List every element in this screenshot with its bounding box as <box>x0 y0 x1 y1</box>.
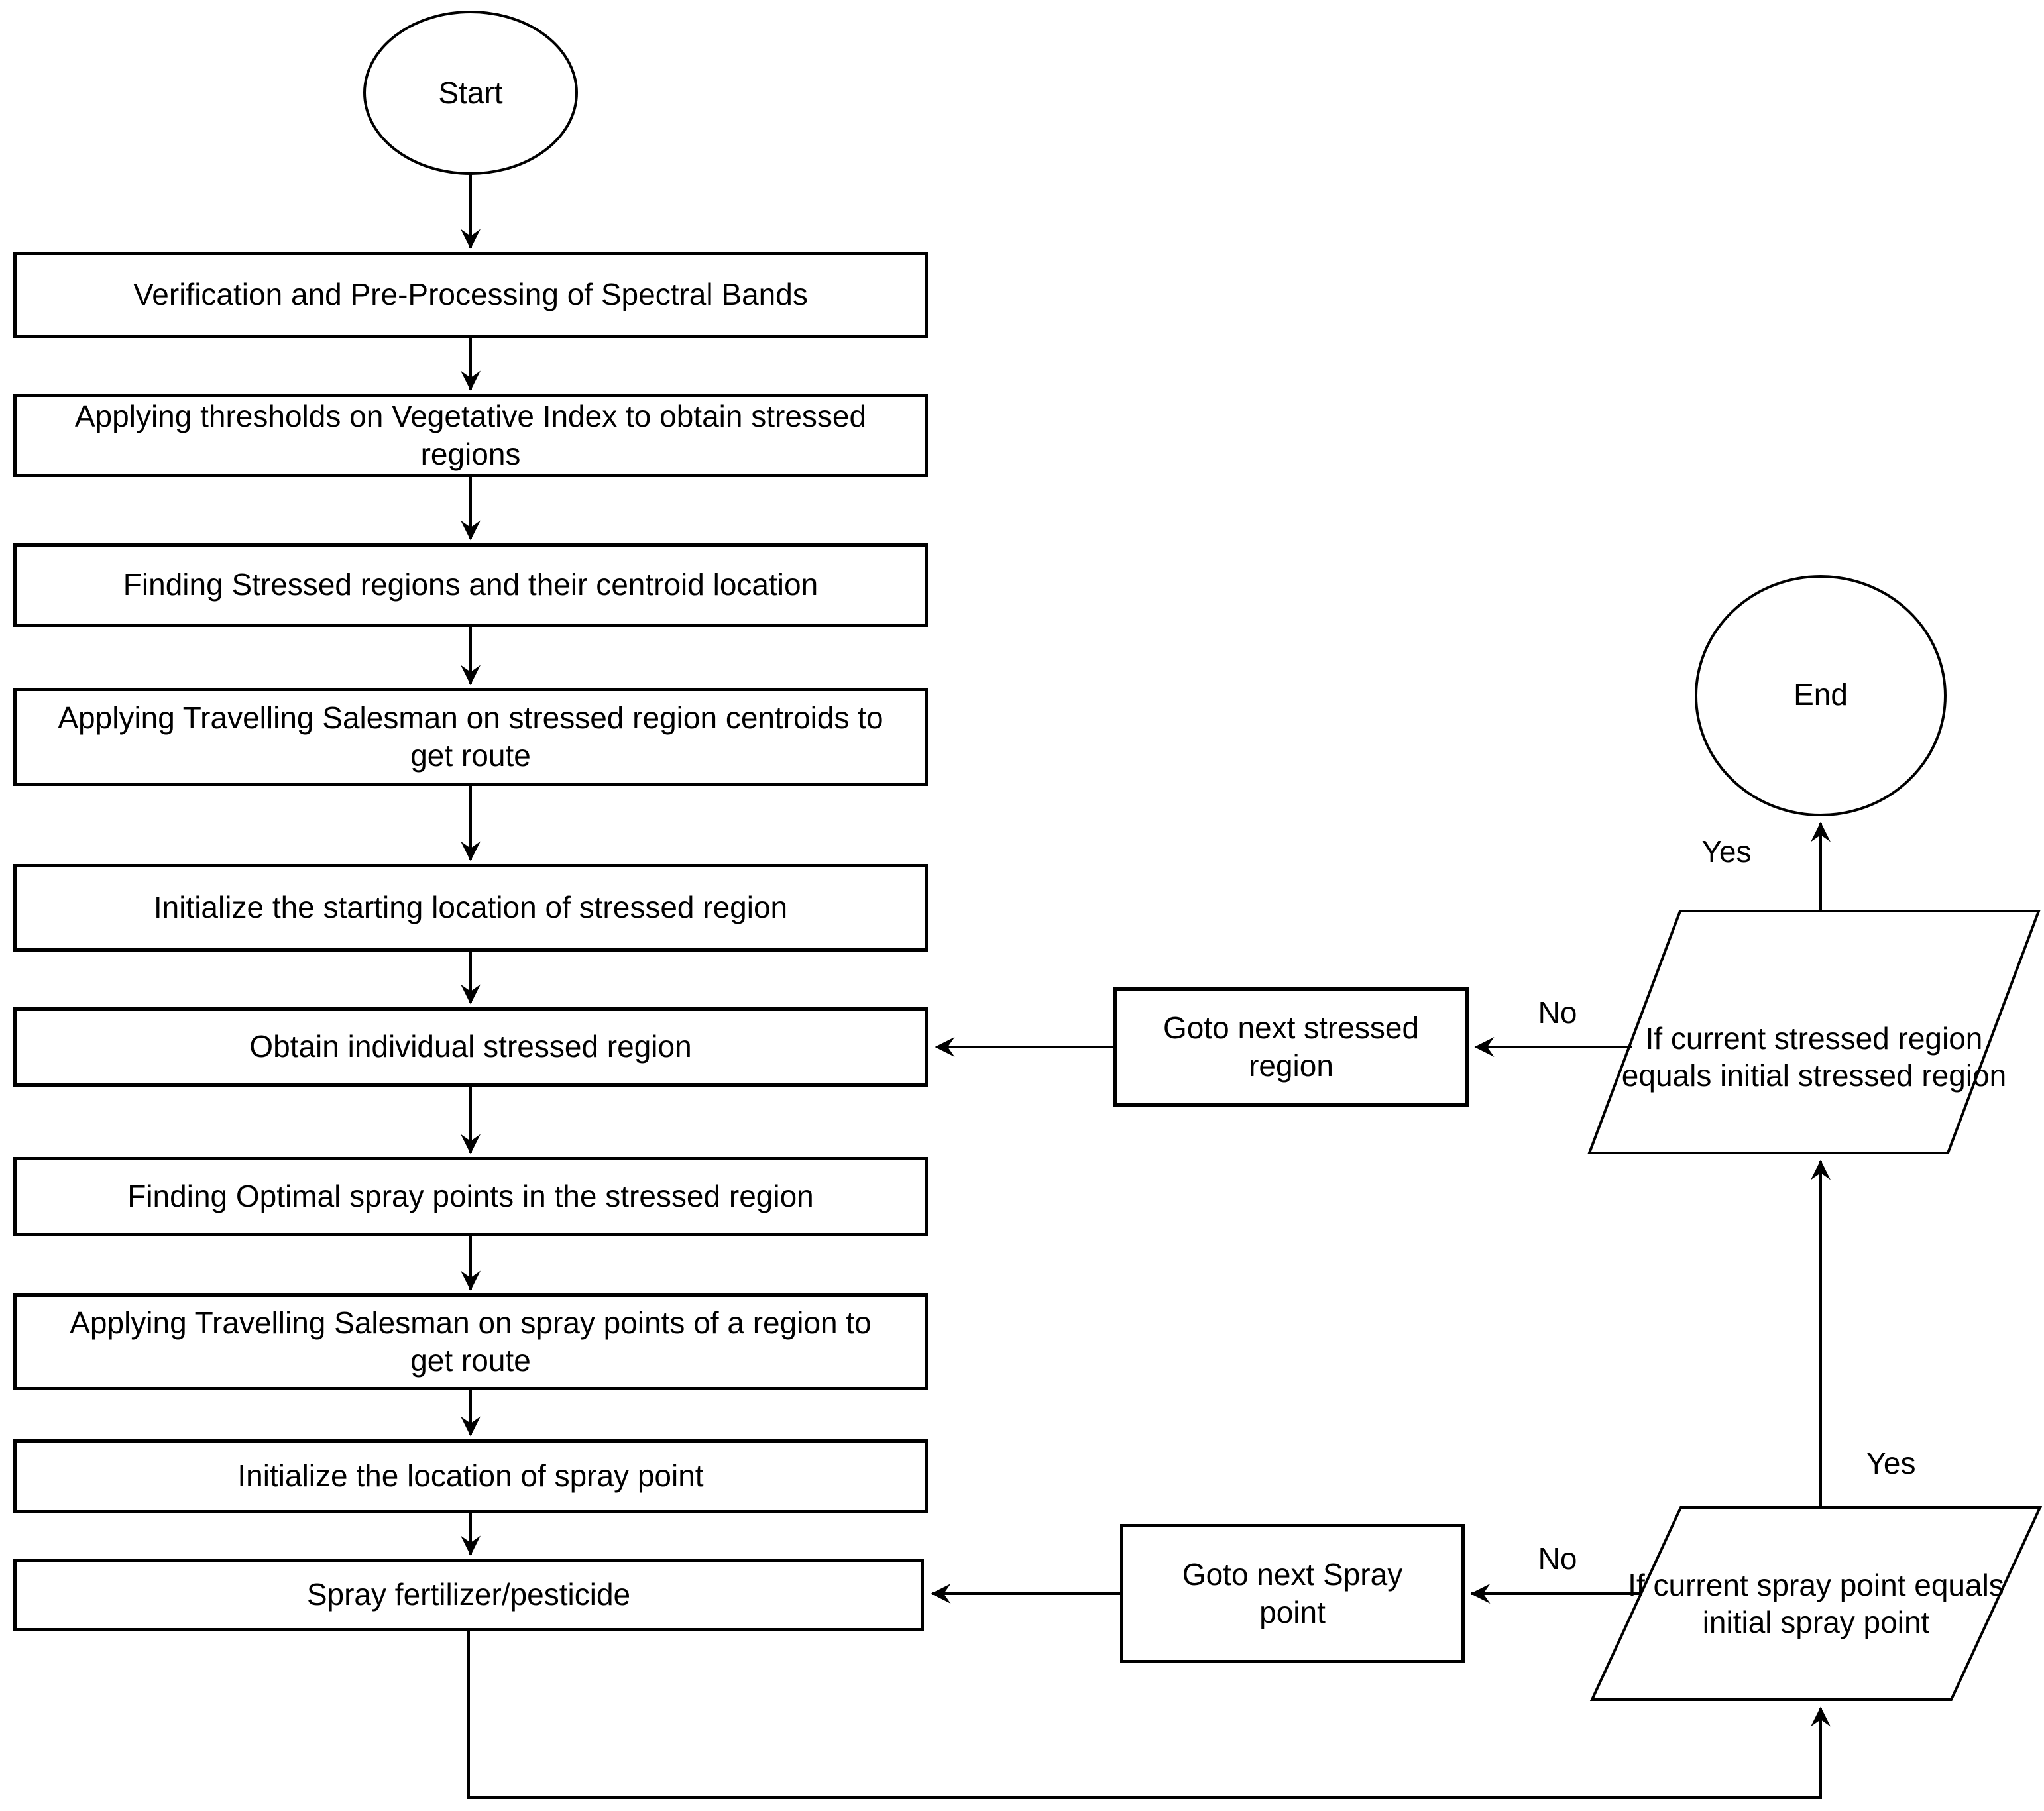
step-box-obtain-stressed-region: Obtain individual stressed region <box>13 1007 928 1087</box>
step-box-spray-fertilizer: Spray fertilizer/pesticide <box>13 1559 924 1631</box>
edge-step10-loop-to-decision-spray <box>467 1631 1831 1799</box>
label-no-stressed: No <box>1538 995 1577 1030</box>
end-node-label: End <box>1793 677 1848 712</box>
label-no-spray: No <box>1538 1541 1577 1576</box>
step-box-tsp-centroids: Applying Travelling Salesman on stressed… <box>13 688 928 786</box>
step-box-init-spray-location: Initialize the location of spray point <box>13 1439 928 1513</box>
step-box-verification: Verification and Pre-Processing of Spect… <box>13 252 928 338</box>
label-yes-to-end: Yes <box>1701 834 1752 869</box>
decision-stressed-label: If current stressed region equals initia… <box>1621 1020 2007 1093</box>
goto-next-spray-point-box: Goto next Spray point <box>1120 1524 1465 1663</box>
label-yes-spray: Yes <box>1866 1446 1916 1480</box>
goto-next-stressed-region-box: Goto next stressed region <box>1113 987 1469 1107</box>
start-node-label: Start <box>438 75 503 110</box>
step-box-init-stressed-location: Initialize the starting location of stre… <box>13 864 928 952</box>
decision-spray-parallelogram <box>1589 1506 2043 1701</box>
decision-spray-label: If current spray point equals initial sp… <box>1628 1567 2004 1639</box>
step-box-finding-spray-points: Finding Optimal spray points in the stre… <box>13 1157 928 1236</box>
end-ellipse <box>1695 575 1947 816</box>
step-box-thresholds: Applying thresholds on Vegetative Index … <box>13 394 928 477</box>
decision-stressed-parallelogram <box>1587 910 2041 1154</box>
step-box-tsp-spray-points: Applying Travelling Salesman on spray po… <box>13 1293 928 1390</box>
step-box-finding-stressed-regions: Finding Stressed regions and their centr… <box>13 543 928 627</box>
